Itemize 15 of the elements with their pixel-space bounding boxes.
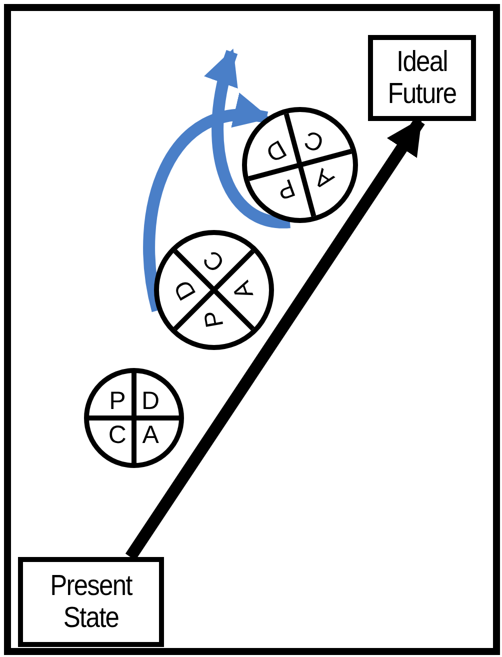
state-box <box>368 35 476 121</box>
quadrant-letter: P <box>272 172 300 206</box>
curved-arrow <box>143 96 270 312</box>
quadrant-letter: D <box>140 388 161 414</box>
quadrant-letter: C <box>107 422 128 448</box>
quadrant-letter: D <box>260 134 292 168</box>
state-box <box>18 557 164 647</box>
quadrant-letter: C <box>300 124 328 158</box>
quadrant-letter: P <box>199 306 229 332</box>
state-label: Present State <box>49 570 134 634</box>
quadrant-letter: A <box>308 162 340 196</box>
curved-arrow <box>205 48 290 228</box>
quadrant-letter: A <box>141 422 160 448</box>
quadrant-letter: P <box>108 388 127 414</box>
state-label: Ideal Future <box>386 46 458 110</box>
